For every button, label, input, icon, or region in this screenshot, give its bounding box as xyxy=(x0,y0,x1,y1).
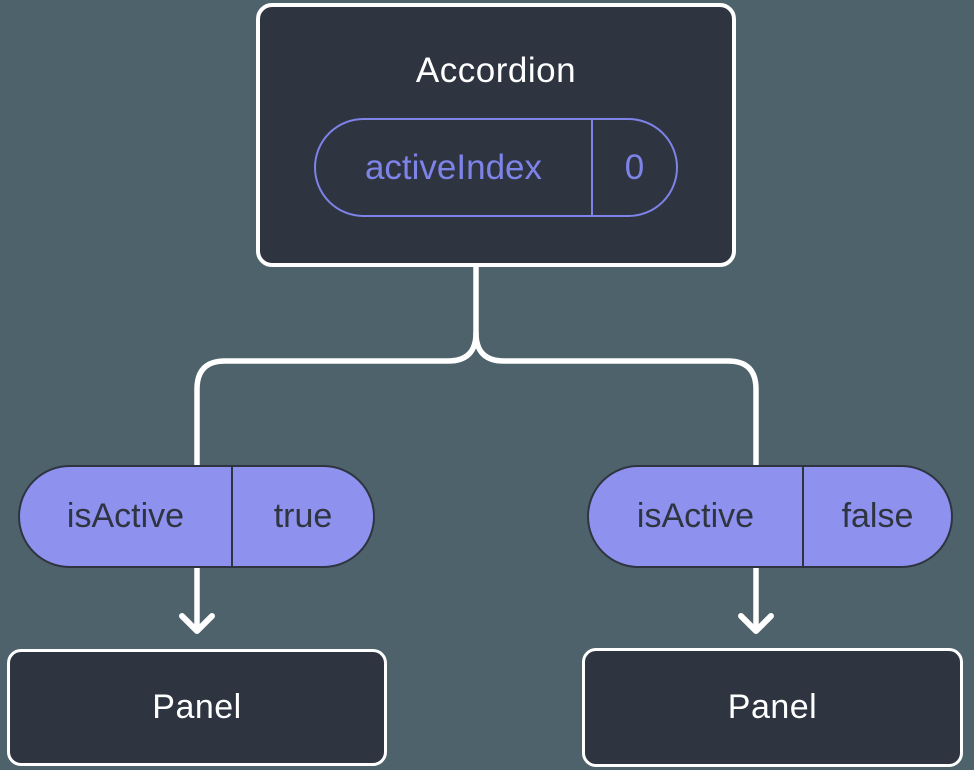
prop-name-label: isActive xyxy=(20,467,233,566)
panel-node-title: Panel xyxy=(727,688,818,726)
prop-value-label: true xyxy=(273,497,333,535)
accordion-node-title: Accordion xyxy=(415,51,577,90)
panel-node-left: Panel xyxy=(7,649,387,766)
accordion-node: Accordion activeIndex 0 xyxy=(256,3,736,267)
prop-pill-isactive-true: isActive true xyxy=(18,465,375,568)
state-pill-activeindex: activeIndex 0 xyxy=(314,118,678,217)
prop-name-label: isActive xyxy=(589,467,804,566)
state-name-label: activeIndex xyxy=(316,120,593,215)
state-value-label: 0 xyxy=(624,147,645,187)
branch-right-line xyxy=(473,330,759,631)
prop-value-label: false xyxy=(841,497,914,535)
arrow-down-icon xyxy=(179,613,215,634)
branch-left-line xyxy=(194,259,479,631)
prop-pill-isactive-false: isActive false xyxy=(587,465,953,568)
panel-node-title: Panel xyxy=(152,688,242,726)
panel-node-right: Panel xyxy=(582,648,963,767)
arrow-down-icon xyxy=(738,613,774,634)
